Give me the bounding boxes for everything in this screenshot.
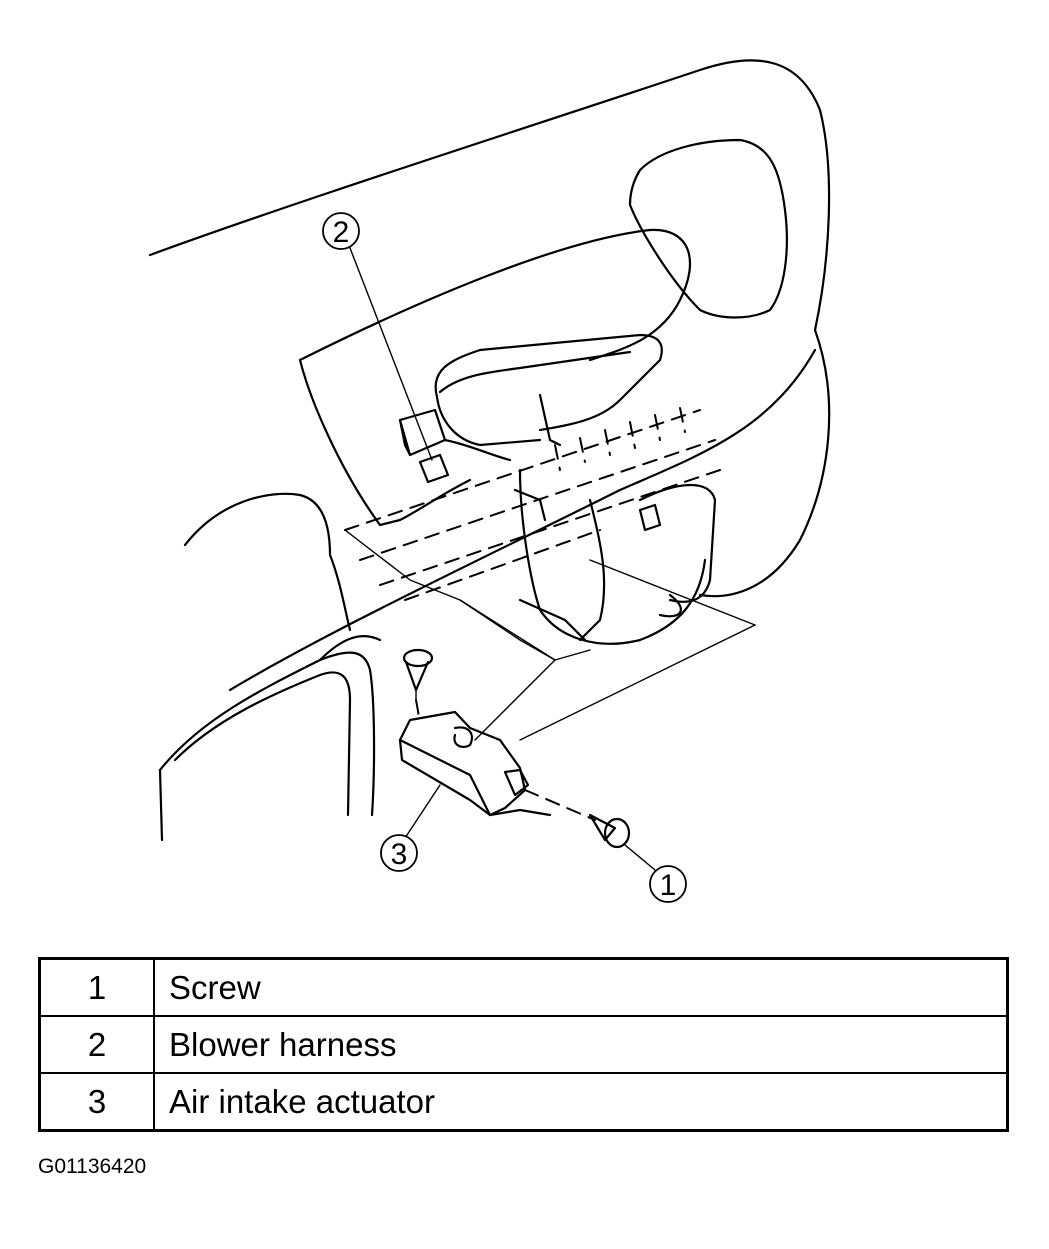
air-intake-actuator bbox=[398, 710, 596, 821]
screw-part bbox=[588, 813, 631, 849]
table-row: 2 Blower harness bbox=[38, 1015, 1009, 1074]
legend-label: Screw bbox=[153, 957, 1009, 1017]
callout-1-label: 1 bbox=[660, 869, 677, 902]
callout-3: 3 bbox=[380, 834, 418, 872]
table-row: 3 Air intake actuator bbox=[38, 1072, 1009, 1132]
callout-3-label: 3 bbox=[391, 838, 408, 871]
callout-1: 1 bbox=[649, 865, 687, 903]
blower-harness-connector bbox=[398, 408, 512, 484]
blower-unit bbox=[434, 333, 717, 645]
leader-lines bbox=[349, 247, 656, 871]
table-row: 1 Screw bbox=[38, 957, 1009, 1017]
air-intake-actuator-diagram: 2 3 1 bbox=[148, 59, 831, 903]
legend-number: 1 bbox=[38, 957, 155, 1017]
ventilation-duct-dashed bbox=[344, 407, 756, 741]
lower-dash-panel bbox=[158, 348, 817, 842]
legend-number: 3 bbox=[38, 1072, 155, 1132]
dashboard-outline bbox=[148, 59, 831, 598]
legend-number: 2 bbox=[38, 1015, 155, 1074]
callout-2: 2 bbox=[322, 212, 360, 250]
upper-screw bbox=[402, 648, 434, 723]
legend-label: Air intake actuator bbox=[153, 1072, 1009, 1132]
legend-label: Blower harness bbox=[153, 1015, 1009, 1074]
callout-2-label: 2 bbox=[333, 216, 350, 249]
figure-code: G01136420 bbox=[38, 1155, 147, 1178]
parts-legend-table: 1 Screw 2 Blower harness 3 Air intake ac… bbox=[38, 957, 1009, 1132]
